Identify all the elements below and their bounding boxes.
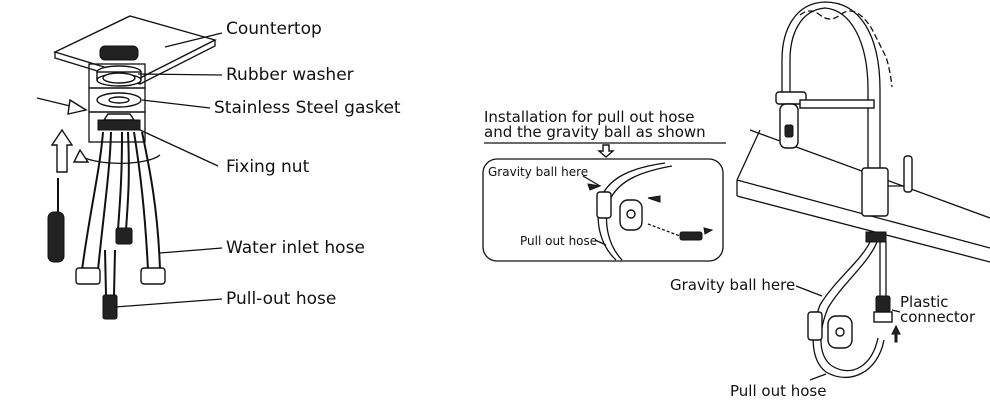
up-arrow-icon [52,130,72,172]
gravity-ball [808,312,852,348]
under-sink-hoses [813,242,892,377]
label-pull-out-hose: Pull-out hose [226,289,336,309]
stainless-steel-gasket [89,88,145,112]
label-fixing-nut: Fixing nut [226,157,310,177]
leader-pull-out-hose [810,374,826,380]
label-gravity-ball-here: Gravity ball here [670,276,795,294]
label-rubber-washer: Rubber washer [226,65,354,85]
screwdriver-icon [48,178,64,262]
label-water-inlet-hose: Water inlet hose [226,238,365,258]
connector-up-arrow-icon [892,326,900,342]
label-connector: connector [900,308,976,326]
inset-screw [648,224,702,240]
label-stainless-steel-gasket: Stainless Steel gasket [214,98,401,118]
label-pull-out-hose-right: Pull out hose [730,382,826,400]
inset-label-gravity-ball: Gravity ball here [488,165,588,179]
leader-gravity-ball [796,286,822,296]
pull-down-faucet [776,2,912,242]
inset-gravity-ball [597,192,642,230]
down-arrow-icon [599,145,613,157]
install-heading-line2: and the gravity ball as shown [484,123,706,141]
inset-label-pull-out-hose: Pull out hose [520,234,597,248]
leader-plastic-connector [892,310,900,312]
fixing-nut [89,112,145,142]
insertion-arrow-icon [37,98,86,114]
label-countertop: Countertop [226,19,322,39]
